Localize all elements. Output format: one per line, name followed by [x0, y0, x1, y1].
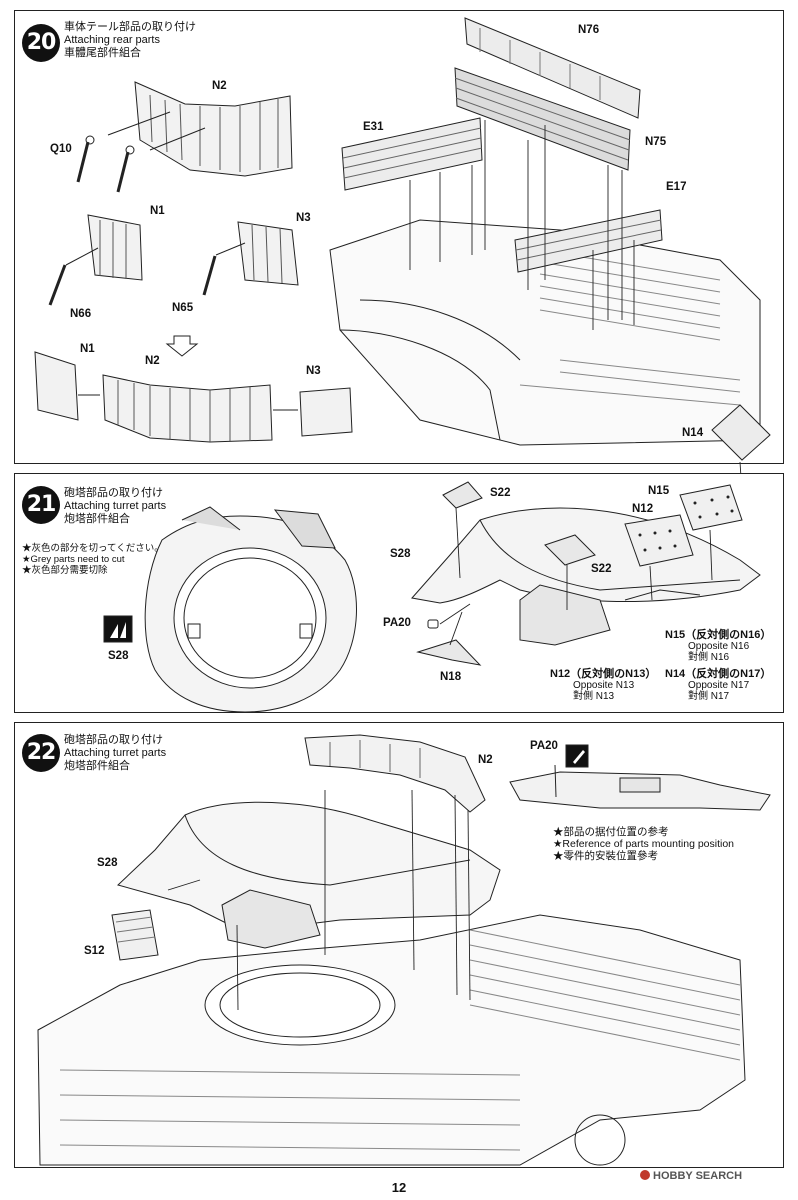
step-22-number: 22	[22, 734, 60, 772]
watermark-logo-icon	[640, 1170, 650, 1180]
hull-body	[37, 914, 746, 1166]
assembled-n1	[34, 351, 79, 421]
label-n66: N66	[70, 308, 92, 320]
n76-bar	[464, 17, 641, 119]
step-20-title-cn: 車體尾部件組合	[64, 47, 141, 59]
e31-rack	[341, 117, 483, 191]
n12-note-en: Opposite N13	[573, 680, 635, 691]
label-n3-assembled: N3	[306, 365, 321, 377]
n18-part	[416, 639, 482, 666]
label-s28-step22: S28	[97, 857, 118, 869]
cut-note-cn: ★灰色部分需要切除	[22, 565, 108, 576]
assembled-n3	[299, 387, 353, 437]
label-s12-step22: S12	[84, 945, 105, 957]
label-n2-step22: N2	[478, 754, 493, 766]
step-21-title-jp: 砲塔部品の取り付け	[64, 487, 163, 499]
label-q10: Q10	[50, 143, 72, 155]
ref-note-jp: ★部品の据付位置の参考	[553, 826, 669, 838]
n12-note-cn: 對側 N13	[573, 691, 615, 702]
cut-note-en: ★Grey parts need to cut	[22, 554, 125, 565]
label-e17: E17	[666, 181, 687, 193]
label-e31: E31	[363, 121, 384, 133]
page-number: 12	[391, 1180, 407, 1195]
label-s22-mid: S22	[591, 563, 612, 575]
ref-note-en: ★Reference of parts mounting position	[553, 838, 735, 850]
label-s22-top: S22	[490, 487, 511, 499]
n15-note-main: N15（反対側のN16）	[665, 629, 772, 641]
label-n76: N76	[578, 24, 600, 36]
n14-note-en: Opposite N17	[688, 680, 750, 691]
label-n65: N65	[172, 302, 194, 314]
step-20-number: 20	[22, 24, 60, 62]
label-pa20: PA20	[383, 617, 411, 629]
n2-panel	[134, 81, 293, 177]
step-22-title-cn: 炮塔部件組合	[64, 760, 130, 772]
label-s28-base: S28	[108, 650, 129, 662]
hull-deck	[329, 219, 761, 446]
watermark-text: HOBBY SEARCH	[653, 1170, 743, 1182]
step-21-number: 21	[22, 486, 60, 524]
label-n12: N12	[632, 503, 654, 515]
n1-panel	[87, 214, 143, 281]
label-n3: N3	[296, 212, 311, 224]
step-22-title-jp: 砲塔部品の取り付け	[64, 734, 163, 746]
drive-sprocket	[574, 1114, 626, 1166]
label-pa20-step22: PA20	[530, 740, 558, 752]
watermark: HOBBY SEARCH	[640, 1170, 742, 1182]
n12-part	[624, 514, 694, 567]
n2-bracket	[304, 734, 486, 813]
turret-ring-hole	[204, 964, 396, 1046]
label-n15: N15	[648, 485, 670, 497]
step-21-title-cn: 炮塔部件組合	[64, 513, 130, 525]
label-n2: N2	[212, 80, 227, 92]
s22-mid	[544, 534, 596, 566]
step-21-title: 砲塔部品の取り付け Attaching turret parts 炮塔部件組合	[64, 487, 166, 526]
s28-ring-lower	[117, 801, 501, 931]
n15-part	[679, 484, 743, 531]
n15-note-en: Opposite N16	[688, 641, 750, 652]
n15-opposite-note: N15（反対側のN16） Opposite N16 對側 N16	[665, 629, 772, 664]
label-n14: N14	[682, 427, 704, 439]
step-21-title-en: Attaching turret parts	[64, 500, 167, 512]
glue-icon	[565, 744, 589, 768]
label-n1-assembled: N1	[80, 343, 95, 355]
ref-note-cn: ★零件的安裝位置參考	[553, 850, 658, 862]
label-n18: N18	[440, 671, 462, 683]
cut-note-jp: ★灰色の部分を切ってください。	[22, 543, 164, 554]
step-20-title-jp: 車体テール部品の取り付け	[64, 21, 196, 33]
n14-plate	[711, 404, 771, 461]
n14-note-main: N14（反対側のN17）	[665, 668, 772, 680]
s12-plate	[111, 909, 159, 961]
down-arrow	[165, 335, 199, 357]
s22-top	[442, 481, 483, 509]
step-21-cut-note: ★灰色の部分を切ってください。 ★Grey parts need to cut …	[22, 543, 164, 576]
step-22-reference-note: ★部品の据付位置の参考 ★Reference of parts mounting…	[553, 826, 734, 862]
step-22-title-en: Attaching turret parts	[64, 747, 167, 759]
label-n75: N75	[645, 136, 667, 148]
n14-opposite-note: N14（反対側のN17） Opposite N17 對側 N17	[665, 668, 772, 703]
q10-rod-1	[76, 141, 90, 183]
n12-opposite-note: N12（反対側のN13） Opposite N13 對側 N13	[550, 668, 657, 703]
step-20-title-en: Attaching rear parts	[64, 34, 160, 46]
step-22-title: 砲塔部品の取り付け Attaching turret parts 炮塔部件組合	[64, 734, 166, 773]
label-n2-assembled: N2	[145, 355, 160, 367]
label-n1: N1	[150, 205, 165, 217]
n12-note-main: N12（反対側のN13）	[550, 668, 657, 680]
e17-rack	[514, 209, 663, 273]
label-s28: S28	[390, 548, 411, 560]
step-20-title: 車体テール部品の取り付け Attaching rear parts 車體尾部件組…	[64, 21, 196, 60]
n14-note-cn: 對側 N17	[688, 691, 730, 702]
n15-note-cn: 對側 N16	[688, 652, 730, 663]
n3-panel	[237, 221, 299, 286]
pa20-part	[427, 619, 439, 629]
q10-rod-2	[116, 151, 130, 193]
